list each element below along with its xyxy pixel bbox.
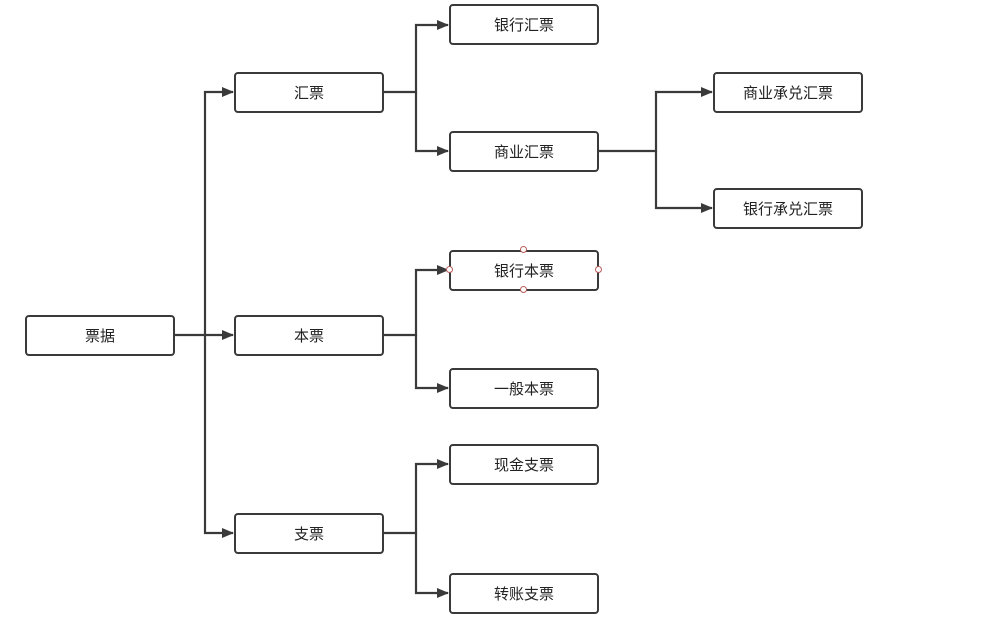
connector-shangye-yinhang-chengdui bbox=[654, 151, 713, 213]
node-label: 现金支票 bbox=[493, 456, 554, 474]
connector-root-zhipiao bbox=[203, 335, 234, 538]
node-shangye-chengdui-huipiao[interactable]: 商业承兑汇票 bbox=[713, 72, 863, 113]
node-label: 汇票 bbox=[293, 84, 324, 102]
node-label: 本票 bbox=[293, 327, 324, 345]
node-yinhang-benpiao[interactable]: 银行本票 bbox=[449, 250, 599, 291]
node-label: 一般本票 bbox=[493, 380, 554, 398]
node-label: 商业汇票 bbox=[493, 143, 554, 161]
connector-zhipiao-zhuanzhang bbox=[414, 533, 449, 598]
selection-handle-bottom[interactable] bbox=[520, 286, 527, 293]
selection-handle-top[interactable] bbox=[520, 246, 527, 253]
node-yiban-benpiao[interactable]: 一般本票 bbox=[449, 368, 599, 409]
node-yinhang-chengdui-huipiao[interactable]: 银行承兑汇票 bbox=[713, 188, 863, 229]
connector-benpiao-yinhang-benpiao bbox=[384, 265, 449, 337]
node-zhuanzhang-zhipiao[interactable]: 转账支票 bbox=[449, 573, 599, 614]
connector-shangye-shangye-chengdui bbox=[599, 87, 713, 153]
node-benpiao[interactable]: 本票 bbox=[234, 315, 384, 356]
node-label: 银行承兑汇票 bbox=[742, 200, 833, 218]
node-xianjin-zhipiao[interactable]: 现金支票 bbox=[449, 444, 599, 485]
node-label: 银行汇票 bbox=[493, 16, 554, 34]
selection-handle-left[interactable] bbox=[446, 266, 453, 273]
node-zhipiao[interactable]: 支票 bbox=[234, 513, 384, 554]
node-huipiao[interactable]: 汇票 bbox=[234, 72, 384, 113]
node-label: 银行本票 bbox=[493, 262, 554, 280]
node-label: 票据 bbox=[84, 327, 115, 345]
connector-zhipiao-xianjin bbox=[384, 459, 449, 535]
node-shangye-huipiao[interactable]: 商业汇票 bbox=[449, 131, 599, 172]
node-root[interactable]: 票据 bbox=[25, 315, 175, 356]
connector-huipiao-shangye-huipiao bbox=[414, 92, 449, 156]
node-yinhang-huipiao[interactable]: 银行汇票 bbox=[449, 4, 599, 45]
connector-benpiao-yiban-benpiao bbox=[414, 335, 449, 393]
connector-huipiao-yinhang-huipiao bbox=[384, 20, 449, 94]
connector-root-huipiao bbox=[175, 87, 234, 337]
node-label: 转账支票 bbox=[493, 585, 554, 603]
node-label: 支票 bbox=[293, 525, 324, 543]
node-label: 商业承兑汇票 bbox=[742, 84, 833, 102]
selection-handle-right[interactable] bbox=[595, 266, 602, 273]
